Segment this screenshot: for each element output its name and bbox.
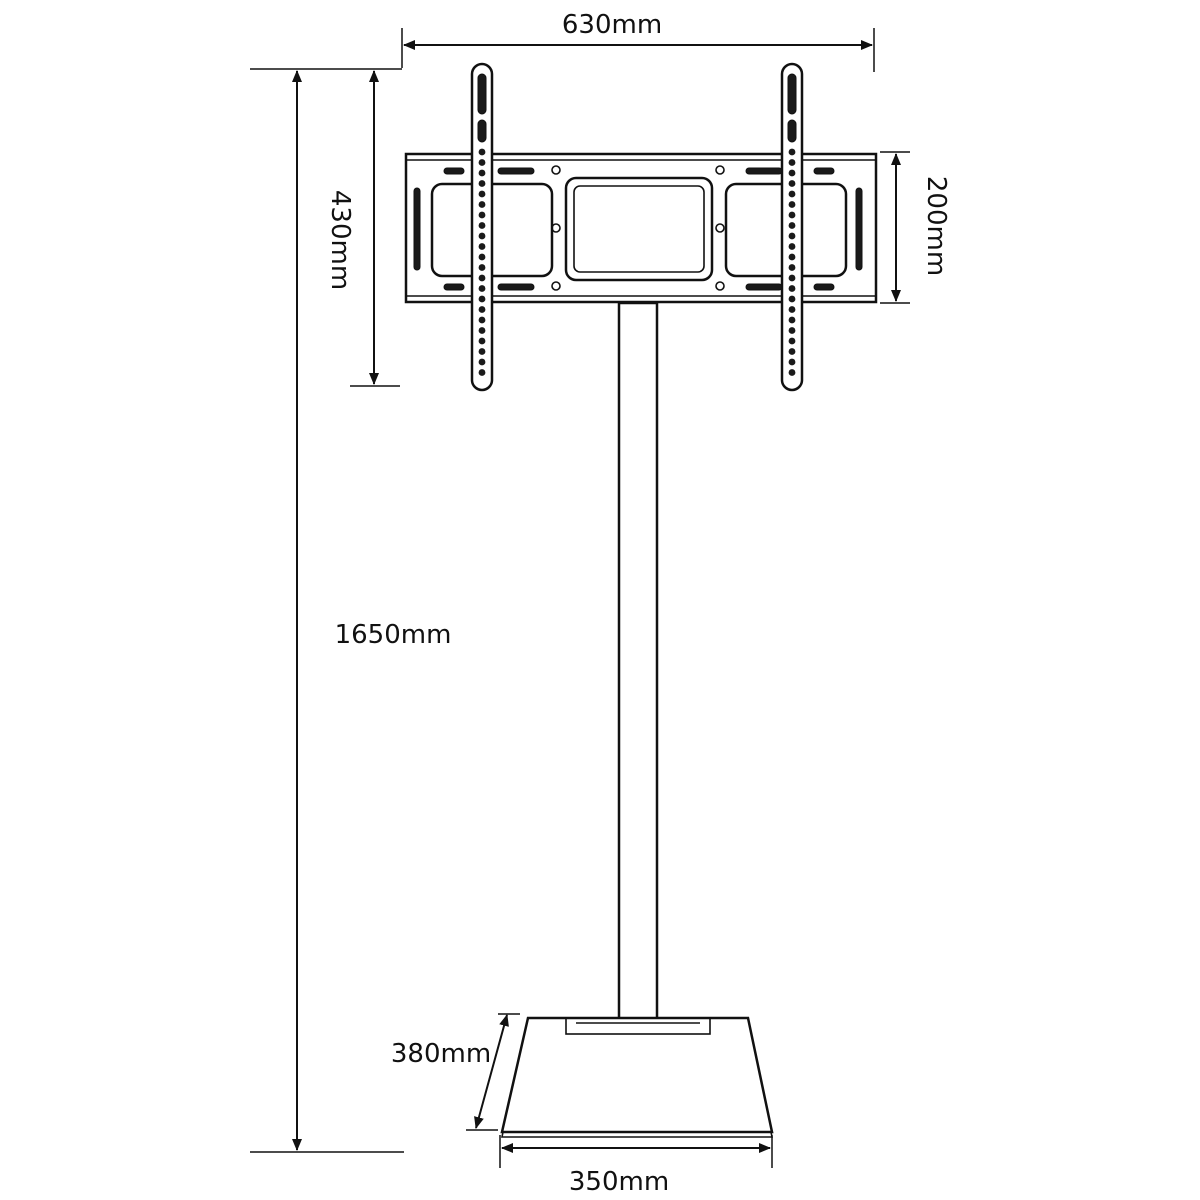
dimension-mount-width: 630mm bbox=[401, 10, 875, 72]
mount-width-label: 630mm bbox=[562, 10, 662, 40]
bracket-hole bbox=[788, 169, 796, 177]
total-height-label: 1650mm bbox=[335, 620, 452, 650]
bracket-hole bbox=[788, 243, 796, 250]
bracket-hole bbox=[478, 358, 486, 366]
bracket-hole bbox=[478, 148, 486, 156]
bracket-hole bbox=[478, 211, 486, 219]
bracket-hole bbox=[478, 306, 486, 313]
bracket-hole bbox=[788, 264, 796, 271]
bracket-hole bbox=[788, 327, 796, 334]
bracket-hole bbox=[478, 253, 486, 261]
bracket-hole bbox=[788, 274, 796, 282]
bracket-hole bbox=[788, 201, 796, 208]
bracket-hole bbox=[788, 358, 796, 366]
right-bracket-arm bbox=[780, 62, 804, 392]
bracket-hole bbox=[478, 264, 486, 271]
dimension-bracket-height: 430mm bbox=[325, 70, 400, 387]
bracket-hole bbox=[478, 243, 486, 250]
dimension-base-width: 350mm bbox=[499, 1135, 773, 1197]
bracket-hole bbox=[478, 169, 486, 177]
bracket-hole bbox=[478, 201, 486, 208]
bracket-hole bbox=[478, 159, 486, 166]
bracket-hole bbox=[788, 295, 796, 303]
dimension-base-depth: 380mm bbox=[391, 1013, 520, 1131]
pole bbox=[617, 301, 659, 1023]
bracket-hole bbox=[788, 222, 796, 229]
bracket-hole bbox=[478, 222, 486, 229]
bracket-hole bbox=[478, 337, 486, 345]
base-depth-label: 380mm bbox=[391, 1039, 491, 1069]
bracket-hole bbox=[788, 306, 796, 313]
bracket-hole bbox=[478, 180, 486, 187]
bracket-hole bbox=[478, 274, 486, 282]
tv-stand-illustration bbox=[404, 62, 878, 1138]
plate-height-label: 200mm bbox=[921, 176, 951, 276]
bracket-hole bbox=[788, 348, 796, 355]
bracket-hole bbox=[788, 369, 796, 376]
bracket-hole bbox=[788, 180, 796, 187]
dimension-plate-height: 200mm bbox=[880, 151, 951, 304]
bracket-hole bbox=[788, 316, 796, 324]
base bbox=[500, 1016, 774, 1138]
bracket-hole bbox=[788, 211, 796, 219]
bracket-height-label: 430mm bbox=[325, 190, 355, 290]
bracket-hole bbox=[788, 253, 796, 261]
dimension-total-height: 1650mm bbox=[250, 68, 452, 1153]
bracket-hole bbox=[478, 316, 486, 324]
bracket-hole bbox=[478, 348, 486, 355]
bracket-hole bbox=[788, 159, 796, 166]
left-bracket-arm bbox=[470, 62, 494, 392]
bracket-hole bbox=[788, 148, 796, 156]
bracket-hole bbox=[478, 327, 486, 334]
bracket-hole bbox=[478, 190, 486, 198]
base-width-label: 350mm bbox=[569, 1167, 669, 1197]
bracket-hole bbox=[478, 295, 486, 303]
bracket-hole bbox=[788, 190, 796, 198]
bracket-hole bbox=[788, 337, 796, 345]
bracket-hole bbox=[788, 232, 796, 240]
bracket-hole bbox=[478, 285, 486, 292]
bracket-hole bbox=[788, 285, 796, 292]
bracket-hole bbox=[478, 369, 486, 376]
bracket-hole bbox=[478, 232, 486, 240]
